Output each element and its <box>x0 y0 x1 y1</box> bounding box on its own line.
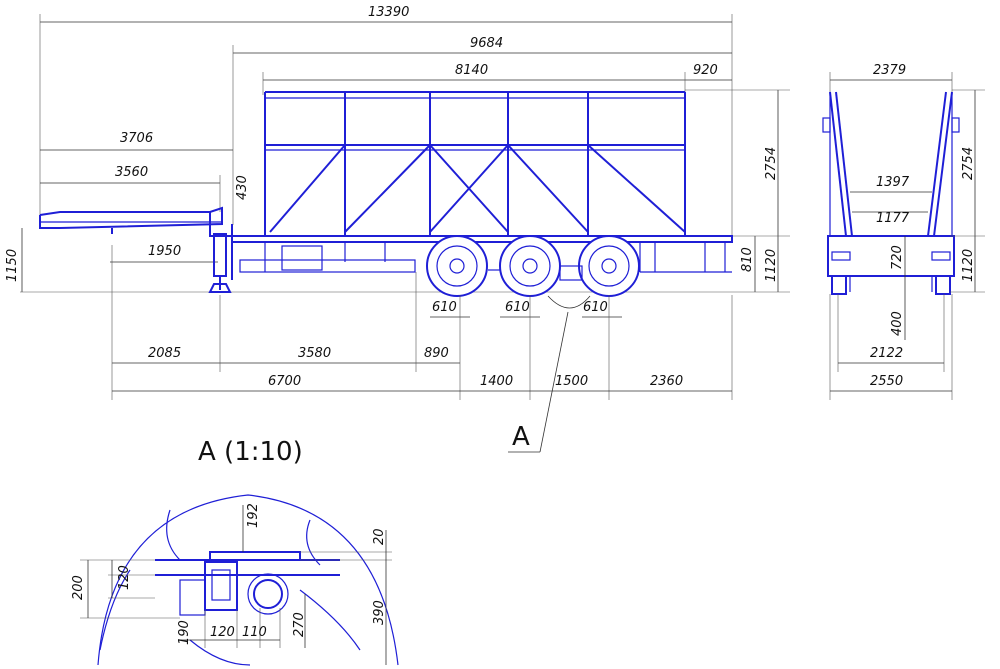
rear-dim-height: 2754 <box>961 147 976 180</box>
landing-gear <box>213 233 227 277</box>
dim-seg-2360: 2360 <box>650 374 683 389</box>
dim-wheel-c: 610 <box>583 300 608 315</box>
rear-dim-inner-height: 720 <box>890 245 905 270</box>
rear-dim-track: 2122 <box>870 346 903 361</box>
dim-deck-height-a: 810 <box>740 247 755 272</box>
dim-platform-length: 9684 <box>470 36 503 51</box>
dim-deck-height-b: 1120 <box>764 249 779 282</box>
detail-dim-120v: 120 <box>117 565 132 590</box>
dim-seg-1400: 1400 <box>480 374 513 389</box>
dim-frame-height: 2754 <box>764 147 779 180</box>
detail-pin <box>253 579 283 609</box>
detail-dim-190: 190 <box>177 620 192 645</box>
wheels <box>426 235 640 297</box>
cargo-rack <box>264 91 686 236</box>
rear-dim-inner-upper: 1397 <box>876 175 910 190</box>
dim-total-length: 13390 <box>368 5 409 20</box>
rear-dim-inner-lower: 1177 <box>876 211 910 226</box>
detail-dim-270: 270 <box>292 612 307 637</box>
dim-seg-3580: 3580 <box>298 346 331 361</box>
dim-neck-platform: 3560 <box>115 165 148 180</box>
dim-seg-6700: 6700 <box>268 374 301 389</box>
rear-view: 2379 1397 1177 720 2754 1120 400 <box>822 63 985 400</box>
dim-neck-height: 1150 <box>5 249 20 282</box>
rear-dim-ground-clear: 400 <box>890 311 905 336</box>
dim-neck-length: 3706 <box>120 131 153 146</box>
detail-dim-200: 200 <box>71 575 86 600</box>
detail-plate <box>209 551 301 561</box>
detail-dim-192: 192 <box>246 503 261 528</box>
detail-a: A (1:10) 192 20 390 200 120 <box>71 437 399 666</box>
detail-bracket <box>204 561 238 611</box>
toolbox <box>281 245 323 271</box>
dim-seg-1500: 1500 <box>555 374 588 389</box>
side-rail <box>239 259 416 273</box>
dim-wheel-a: 610 <box>432 300 457 315</box>
detail-dim-120h: 120 <box>210 625 235 640</box>
dim-seg-2085: 2085 <box>148 346 181 361</box>
rear-dim-top-width: 2379 <box>873 63 906 78</box>
dim-seg-890: 890 <box>424 346 449 361</box>
dim-wheel-b: 610 <box>505 300 530 315</box>
detail-boundary <box>97 494 399 666</box>
detail-dim-390: 390 <box>372 600 387 625</box>
callout-label: A <box>512 422 530 452</box>
detail-title: A (1:10) <box>198 437 303 467</box>
dim-frame-length: 8140 <box>455 63 488 78</box>
detail-dim-20: 20 <box>372 528 387 545</box>
rear-bumper <box>827 235 955 277</box>
dim-rear-overhang: 920 <box>693 63 718 78</box>
side-view: 13390 9684 8140 920 3706 3560 430 1950 1… <box>5 5 790 453</box>
detail-dim-110: 110 <box>242 625 267 640</box>
rear-dim-deck-height: 1120 <box>961 249 976 282</box>
deck-frame <box>231 235 733 243</box>
dim-kingpin-offset: 1950 <box>148 244 181 259</box>
rear-dim-overall-width: 2550 <box>870 374 903 389</box>
dim-neck-step: 430 <box>235 175 250 200</box>
gooseneck <box>39 206 223 229</box>
